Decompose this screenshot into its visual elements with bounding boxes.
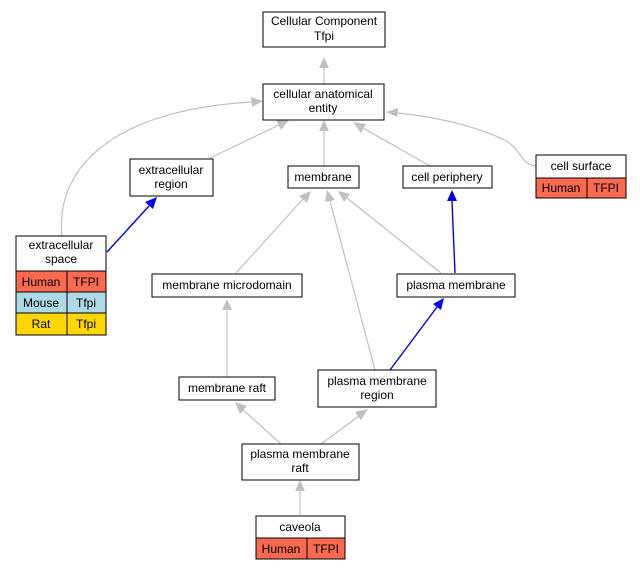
annotation-gene-tfpi: TFPI xyxy=(593,181,619,195)
edge-arrowhead xyxy=(353,122,366,133)
edge-arrowhead xyxy=(355,409,368,420)
node-label: plasma membrane xyxy=(327,374,427,388)
node-label: raft xyxy=(291,461,309,475)
node-plasma-membrane-region[interactable]: plasma membrane region xyxy=(317,369,437,408)
annotation-species-human: Human xyxy=(542,181,581,195)
edge-pm-region-part-of-plasma-membrane[interactable] xyxy=(389,306,438,371)
node-label: cellular anatomical xyxy=(273,87,372,101)
edge-extracellular-region-to-cae xyxy=(209,124,280,159)
node-label: membrane raft xyxy=(188,381,267,395)
edge-cell-surface-to-cae xyxy=(396,112,537,167)
annotation-species-human: Human xyxy=(262,542,301,556)
node-label: plasma membrane xyxy=(250,447,350,461)
edge-arrowhead xyxy=(338,191,350,202)
node-label: cell periphery xyxy=(411,170,482,184)
annotation-gene-tfpi: Tfpi xyxy=(76,317,96,331)
edge-arrowhead xyxy=(222,299,232,310)
node-cellular-component[interactable]: Cellular Component Tfpi xyxy=(262,11,386,48)
node-extracellular-region[interactable]: extracellular region xyxy=(129,158,214,197)
node-extracellular-space[interactable]: extracellular space Human TFPI Mouse Tfp… xyxy=(15,235,107,336)
node-label: Tfpi xyxy=(314,29,334,43)
node-cell-surface[interactable]: cell surface Human TFPI xyxy=(535,154,627,199)
edge-arrowhead xyxy=(295,480,305,491)
annotation-cell-gene xyxy=(586,177,627,199)
node-caveola[interactable]: caveola Human TFPI xyxy=(255,515,346,560)
annotation-cell-gene xyxy=(66,312,107,336)
node-label: caveola xyxy=(279,520,321,534)
annotation-species-rat: Rat xyxy=(32,317,51,331)
edge-arrowhead xyxy=(251,97,263,107)
edge-pm-raft-to-pm-region xyxy=(320,415,360,445)
node-label: plasma membrane xyxy=(406,278,506,292)
node-cellular-anatomical-entity[interactable]: cellular anatomical entity xyxy=(262,83,385,121)
edge-arrowhead xyxy=(433,298,444,310)
node-membrane[interactable]: membrane xyxy=(287,165,360,189)
annotation-species-mouse: Mouse xyxy=(23,296,59,310)
edge-membrane-microdomain-to-membrane xyxy=(235,198,304,274)
node-label: membrane microdomain xyxy=(162,278,291,292)
edge-pm-raft-to-membrane-raft xyxy=(242,409,282,445)
node-label: extracellular xyxy=(29,238,94,252)
edge-arrowhead xyxy=(447,190,457,201)
node-plasma-membrane[interactable]: plasma membrane xyxy=(396,273,516,298)
node-label: entity xyxy=(309,101,338,115)
node-label: extracellular xyxy=(139,163,204,177)
annotation-gene-tfpi: Tfpi xyxy=(76,296,96,310)
edge-arrowhead xyxy=(276,120,289,130)
edge-arrowhead xyxy=(145,197,157,209)
edge-arrowhead xyxy=(235,402,247,414)
node-label: region xyxy=(360,388,393,402)
edge-arrowhead xyxy=(319,120,329,131)
edge-extracellular-space-to-cae xyxy=(60,101,253,237)
node-membrane-microdomain[interactable]: membrane microdomain xyxy=(151,273,303,298)
annotation-gene-tfpi: TFPI xyxy=(313,542,339,556)
node-plasma-membrane-raft[interactable]: plasma membrane raft xyxy=(241,443,360,481)
annotation-cell-gene xyxy=(306,537,346,560)
edge-plasma-membrane-region-to-membrane xyxy=(329,200,376,371)
node-label: region xyxy=(154,177,187,191)
edge-extracellular-space-part-of-region[interactable] xyxy=(106,205,150,253)
edge-plasma-membrane-to-membrane xyxy=(346,197,442,274)
edge-cell-periphery-to-cae xyxy=(362,127,431,167)
edge-arrowhead xyxy=(319,57,329,68)
node-label: space xyxy=(45,252,77,266)
edge-arrowhead xyxy=(299,191,311,203)
nodes: Cellular Component Tfpi cellular anatomi… xyxy=(15,11,627,560)
node-label: cell surface xyxy=(551,159,612,173)
annotation-species-human: Human xyxy=(22,275,61,289)
edge-arrowhead xyxy=(386,108,398,117)
node-label: membrane xyxy=(294,170,352,184)
edge-plasma-membrane-part-of-cell-periphery[interactable] xyxy=(451,200,456,274)
edges xyxy=(60,57,537,515)
edge-arrowhead xyxy=(325,190,335,202)
node-label: Cellular Component xyxy=(271,14,378,28)
node-membrane-raft[interactable]: membrane raft xyxy=(178,376,276,401)
annotation-gene-tfpi: TFPI xyxy=(73,275,99,289)
node-cell-periphery[interactable]: cell periphery xyxy=(402,165,493,189)
